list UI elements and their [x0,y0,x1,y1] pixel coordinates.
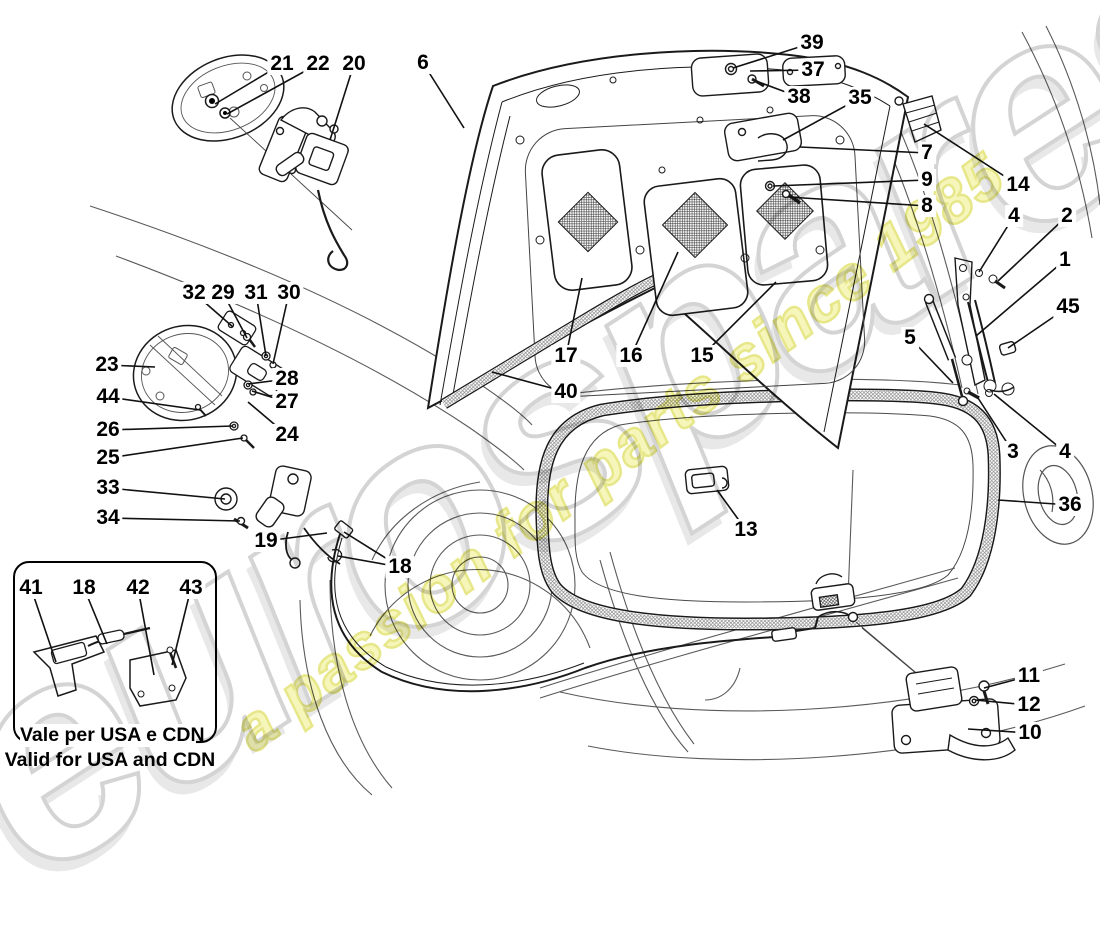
callout-29: 29 [208,281,238,305]
callout-20: 20 [339,52,369,76]
hinge-and-strut [923,257,1017,407]
leader-line [975,259,1066,337]
callout-24: 24 [272,423,302,447]
callout-6: 6 [414,51,432,75]
callout-26: 26 [93,418,123,442]
callout-3: 3 [1004,440,1022,464]
callout-30: 30 [274,281,304,305]
callout-4: 4 [1005,204,1023,228]
car-body-lines [89,25,1100,796]
callout-22: 22 [303,52,333,76]
callout-12: 12 [1014,693,1044,717]
callout-42: 42 [123,576,153,600]
leader-line [993,393,1066,453]
callout-19: 19 [251,529,281,553]
callout-18: 18 [385,555,415,579]
leader-line [107,517,241,522]
callout-36: 36 [1055,493,1085,517]
callout-14: 14 [1003,173,1033,197]
callout-45: 45 [1053,295,1083,319]
callout-18: 18 [69,576,99,600]
callout-16: 16 [616,344,646,368]
callout-39: 39 [797,31,827,55]
leader-line [30,587,57,663]
callout-38: 38 [784,85,814,109]
callout-21: 21 [267,52,297,76]
leader-line [772,179,928,187]
tail-light [1022,445,1094,545]
note-line-italian: Vale per USA e CDN [20,724,205,747]
leader-line [107,437,244,459]
callout-17: 17 [551,344,581,368]
callout-33: 33 [93,476,123,500]
leader-line [107,487,226,500]
leader-line [787,196,928,207]
callout-2: 2 [1058,204,1076,228]
boot-opening-seal [535,388,1001,631]
callout-11: 11 [1014,664,1044,688]
trunk-light [684,465,730,495]
leader-line [107,396,201,411]
callout-8: 8 [918,194,936,218]
callout-40: 40 [551,380,581,404]
fuel-filler-flap-open [171,54,353,272]
callout-32: 32 [179,281,209,305]
note-line-english: Valid for USA and CDN [4,749,216,771]
callout-4: 4 [1056,440,1074,464]
leader-line [137,587,155,676]
callout-44: 44 [93,385,123,409]
callout-28: 28 [272,367,302,391]
leader-line [701,281,777,357]
callout-10: 10 [1015,721,1045,745]
leader-line [272,292,290,365]
leader-line [107,425,234,431]
release-cable [330,533,949,701]
leader-line [799,146,928,154]
callout-1: 1 [1056,248,1074,272]
callout-9: 9 [918,168,936,192]
leader-line [171,587,192,666]
callout-7: 7 [918,141,936,165]
callout-31: 31 [241,281,271,305]
leader-line [630,251,679,357]
rubber-buffer [894,95,942,143]
callout-37: 37 [798,58,828,82]
diagram-artwork [30,25,1100,796]
boot-lock-assembly [891,666,1016,761]
callout-13: 13 [731,518,761,542]
leader-line [997,215,1068,282]
callout-41: 41 [16,576,46,600]
leader-line [923,123,1019,186]
callout-27: 27 [272,390,302,414]
boot-lid [426,49,942,450]
callout-43: 43 [176,576,206,600]
leader-line [329,63,355,141]
usa-cdn-parts [32,626,187,707]
leader-line [226,63,319,115]
callout-15: 15 [687,344,717,368]
boot-lock-striker [810,573,856,611]
callout-23: 23 [92,353,122,377]
callout-25: 25 [93,446,123,470]
callout-34: 34 [93,506,123,530]
callout-5: 5 [901,326,919,350]
leader-line [565,277,583,357]
callout-35: 35 [845,86,875,110]
